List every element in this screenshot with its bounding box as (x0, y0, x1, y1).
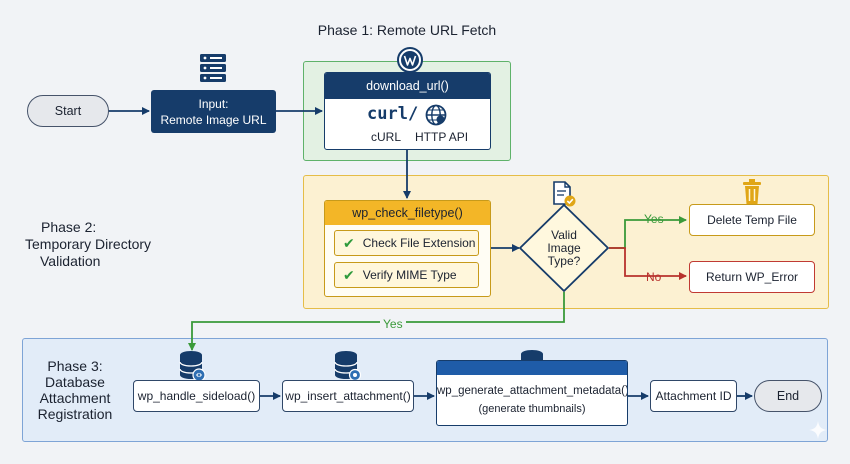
phase2-title-line2: Temporary Directory (25, 236, 152, 252)
check-extension-item: ✔ Check File Extension (334, 230, 479, 256)
globe-icon (425, 104, 447, 126)
return-error-label: Return WP_Error (705, 270, 799, 284)
download-url-title: download_url() (366, 79, 449, 93)
decision-label-line2: Image (547, 241, 581, 255)
checkmark-icon: ✔ (343, 266, 355, 283)
sideload-node: wp_handle_sideload() (133, 380, 260, 412)
http-api-label: HTTP API (415, 130, 469, 144)
download-url-node: download_url() curl/ cURL HTTP API (324, 72, 491, 150)
download-url-header: download_url() (325, 73, 490, 99)
insert-attachment-label: wp_insert_attachment() (285, 389, 411, 403)
check-filetype-header: wp_check_filetype() (325, 201, 490, 225)
yes-label-phase3: Yes (380, 317, 406, 331)
phase3-title-line4: Registration (37, 406, 113, 422)
sparkle-icon (809, 421, 827, 439)
input-label-line2: Remote Image URL (160, 112, 267, 127)
return-error-node: Return WP_Error (689, 261, 815, 293)
phase2-title-line1: Phase 2: (41, 219, 97, 235)
yes-label-branch: Yes (644, 212, 664, 226)
checkmark-icon: ✔ (343, 234, 355, 251)
generate-metadata-node: wp_generate_attachment_metadata() (gener… (436, 360, 628, 426)
phase3-title-line2: Database (45, 374, 105, 390)
phase3-title-line3: Attachment (39, 390, 111, 406)
delete-temp-label: Delete Temp File (707, 213, 797, 227)
phase2-title-line3: Validation (40, 253, 101, 269)
delete-temp-node: Delete Temp File (689, 204, 815, 236)
start-label: Start (54, 104, 82, 118)
database-icon (179, 351, 206, 382)
phase1-title: Phase 1: Remote URL Fetch (317, 22, 497, 38)
end-node: End (754, 380, 822, 412)
curl-logo: curl/ (367, 104, 419, 124)
decision-diamond (518, 203, 610, 293)
phase3-title-line1: Phase 3: (47, 358, 103, 374)
attachment-id-label: Attachment ID (655, 389, 732, 403)
start-node: Start (27, 95, 109, 127)
curl-label: cURL (371, 130, 402, 144)
generate-metadata-subtitle: (generate thumbnails) (478, 403, 586, 415)
insert-attachment-node: wp_insert_attachment() (282, 380, 414, 412)
decision-label-line1: Valid (551, 228, 577, 242)
check-extension-label: Check File Extension (362, 236, 476, 250)
wordpress-icon (397, 47, 423, 73)
sideload-label: wp_handle_sideload() (137, 389, 256, 403)
end-label: End (776, 389, 800, 403)
generate-metadata-title: wp_generate_attachment_metadata() (437, 385, 628, 397)
edge-decision-yes-phase3 (188, 292, 565, 351)
input-label-line1: Input: (198, 96, 229, 111)
verify-mime-label: Verify MIME Type (362, 268, 457, 282)
database-gear-icon (334, 351, 362, 382)
attachment-id-node: Attachment ID (650, 380, 737, 412)
decision-label-line3: Type? (547, 254, 581, 268)
edge-decision-no (609, 247, 687, 280)
server-icon (200, 54, 226, 82)
trash-icon (743, 179, 761, 204)
document-check-icon (553, 181, 576, 207)
generate-metadata-header-bar (437, 361, 627, 375)
no-label-branch: No (646, 270, 662, 284)
verify-mime-item: ✔ Verify MIME Type (334, 262, 479, 288)
check-filetype-title: wp_check_filetype() (352, 206, 463, 220)
input-node: Input: Remote Image URL (151, 90, 276, 133)
